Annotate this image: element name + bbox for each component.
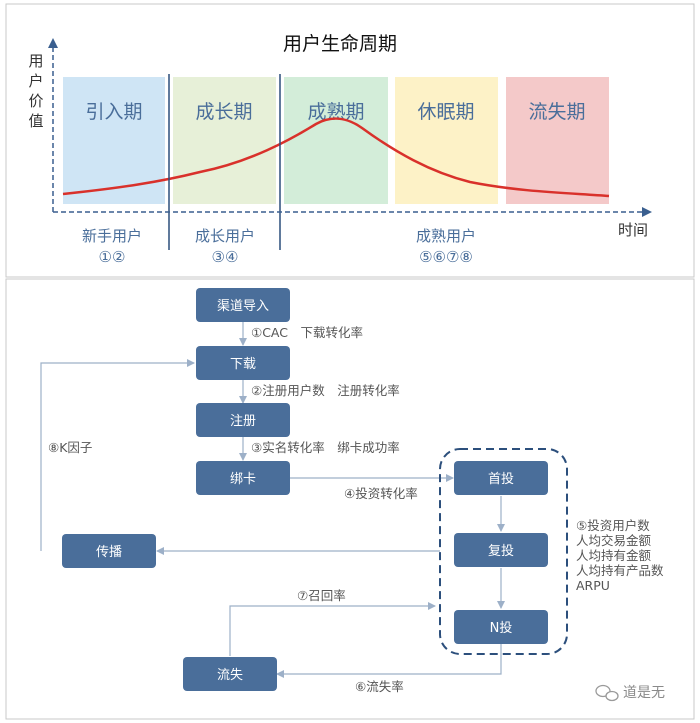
lifecycle-title: 用户生命周期 <box>283 33 397 55</box>
arrow-recall <box>229 602 436 656</box>
svg-text:户: 户 <box>28 72 43 90</box>
group-nums-mature: ⑤⑥⑦⑧ <box>419 248 473 266</box>
group-nums-new: ①② <box>99 248 126 266</box>
label-register: ②注册用户数 注册转化率 <box>251 383 400 398</box>
node-register <box>196 403 290 437</box>
node-channel <box>196 288 290 322</box>
arrow-to-churn <box>276 643 502 678</box>
label-kfactor: ⑧K因子 <box>48 440 92 455</box>
node-bindcard-label: 绑卡 <box>230 472 256 487</box>
stage-box-growth <box>173 77 276 204</box>
group-name-growth: 成长用户 <box>195 227 255 245</box>
label-cac: ①CAC 下载转化率 <box>251 325 363 340</box>
group-name-mature: 成熟用户 <box>416 227 476 245</box>
invest-metrics: ⑤投资用户数 人均交易金额 人均持有金额 人均持有产品数 ARPU <box>576 518 664 593</box>
stage-label-dormant: 休眠期 <box>417 101 474 123</box>
group-name-new: 新手用户 <box>82 227 142 245</box>
node-first-invest-label: 首投 <box>488 471 514 487</box>
x-axis-label: 时间 <box>618 221 648 239</box>
label-recall: ⑦召回率 <box>297 588 346 603</box>
wechat-icon <box>595 684 619 702</box>
node-register-label: 注册 <box>230 414 256 429</box>
flow-connectors <box>40 322 505 678</box>
metric-4: ARPU <box>576 578 610 593</box>
stage-box-mature <box>284 77 388 204</box>
label-invest: ④投资转化率 <box>344 486 418 501</box>
watermark-text: 道是无 <box>623 685 665 701</box>
watermark: 道是无 <box>595 684 665 702</box>
metric-0: ⑤投资用户数 <box>576 518 650 533</box>
arrow-kfactor-loop <box>40 359 195 551</box>
value-curve <box>62 117 610 198</box>
node-bindcard <box>196 461 290 495</box>
metric-3: 人均持有产品数 <box>576 563 664 578</box>
flow-node-labels: 渠道导入 下载 注册 绑卡 传播 流失 首投 复投 N投 <box>96 299 514 683</box>
stage-label-intro: 引入期 <box>85 101 142 123</box>
node-repeat-invest <box>454 533 548 567</box>
svg-text:价: 价 <box>28 92 43 110</box>
node-channel-label: 渠道导入 <box>217 299 269 314</box>
node-spread <box>62 534 156 568</box>
svg-text:用: 用 <box>28 52 43 70</box>
node-first-invest <box>454 461 548 495</box>
metric-1: 人均交易金额 <box>576 533 652 548</box>
node-repeat-invest-label: 复投 <box>488 543 514 559</box>
stage-box-intro <box>63 77 165 204</box>
svg-text:值: 值 <box>28 112 43 130</box>
stage-labels: 引入期 成长期 成熟期 休眠期 流失期 <box>85 101 585 123</box>
node-n-invest <box>454 610 548 644</box>
stage-label-growth: 成长期 <box>195 101 252 123</box>
bottom-panel-frame <box>5 278 695 720</box>
node-churn <box>183 657 277 691</box>
label-realname: ③实名转化率 绑卡成功率 <box>251 440 400 455</box>
stage-box-churn <box>506 77 609 204</box>
node-n-invest-label: N投 <box>490 620 513 636</box>
user-groups: 新手用户 ①② 成长用户 ③④ 成熟用户 ⑤⑥⑦⑧ <box>82 227 476 266</box>
stage-boxes <box>63 77 609 204</box>
flow-nodes <box>62 288 548 691</box>
node-download <box>196 346 290 380</box>
stage-label-mature: 成熟期 <box>307 101 364 123</box>
metric-2: 人均持有金额 <box>576 548 652 563</box>
node-spread-label: 传播 <box>96 545 122 560</box>
node-download-label: 下载 <box>230 357 256 372</box>
invest-group-frame <box>439 448 568 655</box>
flow-annotations: ①CAC 下载转化率 ②注册用户数 注册转化率 ③实名转化率 绑卡成功率 ④投资… <box>48 325 418 694</box>
stage-label-churn: 流失期 <box>528 101 585 123</box>
y-axis-label: 用 户 价 值 <box>28 52 43 130</box>
node-churn-label: 流失 <box>217 668 243 683</box>
label-churn-rate: ⑥流失率 <box>355 679 404 694</box>
group-nums-growth: ③④ <box>212 248 239 266</box>
